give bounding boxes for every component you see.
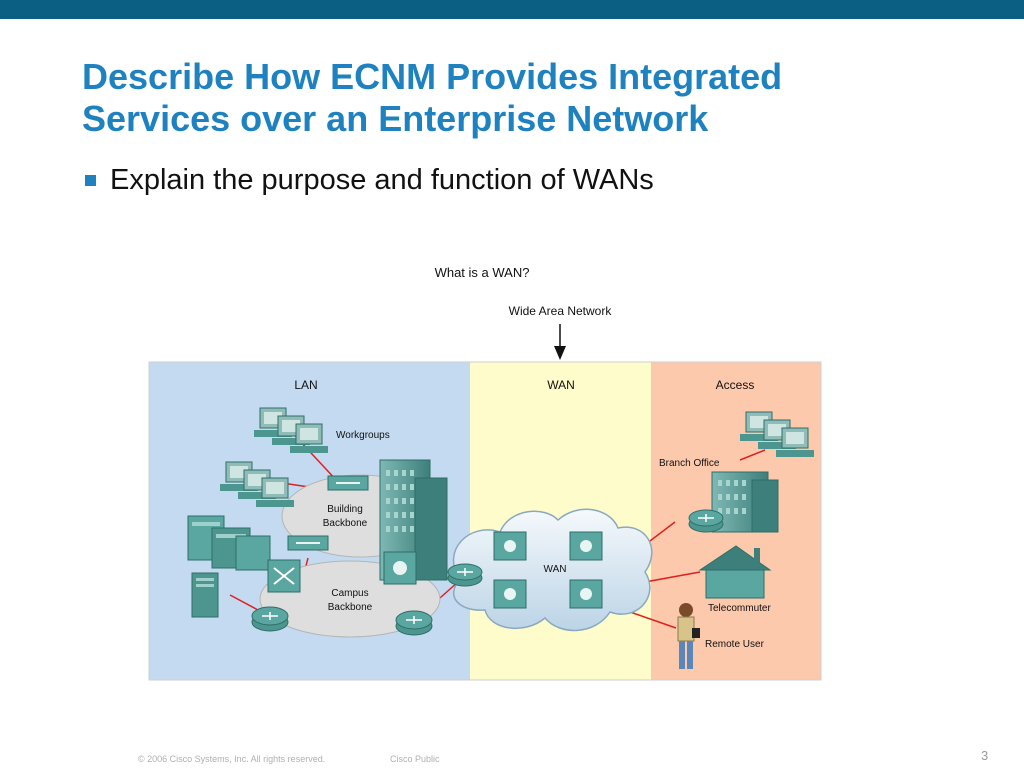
branch-pc-icon xyxy=(740,411,814,457)
bullet-text: Explain the purpose and function of WANs xyxy=(110,164,654,196)
bullet-item: Explain the purpose and function of WANs xyxy=(85,164,654,197)
router-icon xyxy=(395,610,433,636)
top-banner xyxy=(0,0,1024,19)
wan-cloud-label: WAN xyxy=(544,564,567,575)
wan-switch-icon xyxy=(569,531,603,561)
switch-icon xyxy=(327,475,369,491)
router-icon xyxy=(251,606,289,632)
workgroup-pc-icon xyxy=(254,407,328,453)
house-icon xyxy=(698,545,772,599)
router-icon xyxy=(688,509,724,533)
workgroup-pc-icon xyxy=(220,461,294,507)
server-rack-icon xyxy=(187,515,271,571)
campus-backbone-label-2: Backbone xyxy=(328,602,373,613)
wan-switch-icon xyxy=(493,531,527,561)
wan-switch-icon xyxy=(569,579,603,609)
wide-area-network-label: Wide Area Network xyxy=(509,304,613,318)
remote-user-icon xyxy=(677,603,700,669)
server-tower-icon xyxy=(191,572,219,618)
lan-section-title: LAN xyxy=(294,378,317,392)
slide-title-line-1: Describe How ECNM Provides Integrated xyxy=(82,56,783,97)
slide-title-line-2: Services over an Enterprise Network xyxy=(82,98,709,139)
branch-office-label: Branch Office xyxy=(659,458,720,469)
building-backbone-label-1: Building xyxy=(327,504,363,515)
wan-section-title: WAN xyxy=(547,378,575,392)
building-backbone-label-2: Backbone xyxy=(323,518,368,529)
footer-classification: Cisco Public xyxy=(390,754,440,764)
remote-user-label: Remote User xyxy=(705,639,765,650)
multilayer-switch-icon xyxy=(383,551,417,585)
bullet-square-icon xyxy=(85,175,96,186)
footer-copyright: © 2006 Cisco Systems, Inc. All rights re… xyxy=(138,754,326,764)
campus-backbone-label-1: Campus xyxy=(331,588,368,599)
multilayer-switch-icon xyxy=(267,559,301,593)
switch-icon xyxy=(287,535,329,551)
down-arrow-icon xyxy=(554,324,566,360)
workgroups-label: Workgroups xyxy=(336,430,390,441)
slide-title: Describe How ECNM Provides Integrated Se… xyxy=(82,56,982,140)
wan-diagram-svg: What is a WAN? Wide Area Network LAN WAN… xyxy=(148,265,822,681)
page-number: 3 xyxy=(981,748,989,763)
router-icon xyxy=(447,563,483,587)
access-section-title: Access xyxy=(716,378,755,392)
wan-diagram: What is a WAN? Wide Area Network LAN WAN… xyxy=(140,250,840,690)
wan-switch-icon xyxy=(493,579,527,609)
diagram-heading: What is a WAN? xyxy=(435,265,530,280)
telecommuter-label: Telecommuter xyxy=(708,603,771,614)
